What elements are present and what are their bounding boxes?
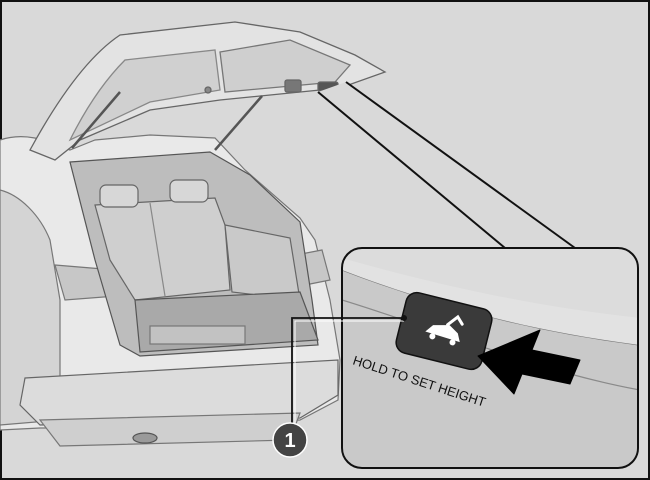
seat-seam xyxy=(149,202,166,297)
tailgate-strut-left xyxy=(71,91,121,149)
inset-detail: HOLD TO SET HEIGHT xyxy=(341,247,639,469)
callout-number: 1 xyxy=(284,430,295,452)
car-illustration xyxy=(0,134,341,447)
magnifier-line-upper xyxy=(345,81,576,249)
tailgate-glass xyxy=(68,49,221,142)
magnifier-line-lower xyxy=(317,91,506,249)
tailgate-lamp xyxy=(204,86,212,94)
open-tailgate xyxy=(29,21,387,161)
inset-trim-edge xyxy=(342,299,638,391)
callout-target-dot xyxy=(401,315,407,321)
inset-trim-highlight xyxy=(342,258,638,345)
tailgate-open-icon xyxy=(425,314,464,346)
car-side-panel xyxy=(0,189,61,426)
callout-badge xyxy=(272,422,308,458)
tailgate-strut-right xyxy=(214,95,263,151)
license-plate-area xyxy=(149,325,246,345)
exhaust-tip xyxy=(132,432,158,444)
inset-border xyxy=(341,247,639,469)
headrest-right xyxy=(169,179,209,203)
headrest-left xyxy=(99,184,139,208)
press-arrow-icon xyxy=(477,329,581,395)
callout-leader-line xyxy=(291,317,404,430)
tailgate-latch xyxy=(284,79,302,93)
rear-bumper xyxy=(19,359,339,426)
callout-leader-line-halo xyxy=(294,320,404,430)
tailgate-inner-trim xyxy=(219,39,352,93)
rear-seat-back xyxy=(94,197,231,301)
magnifier-taper xyxy=(318,82,575,248)
